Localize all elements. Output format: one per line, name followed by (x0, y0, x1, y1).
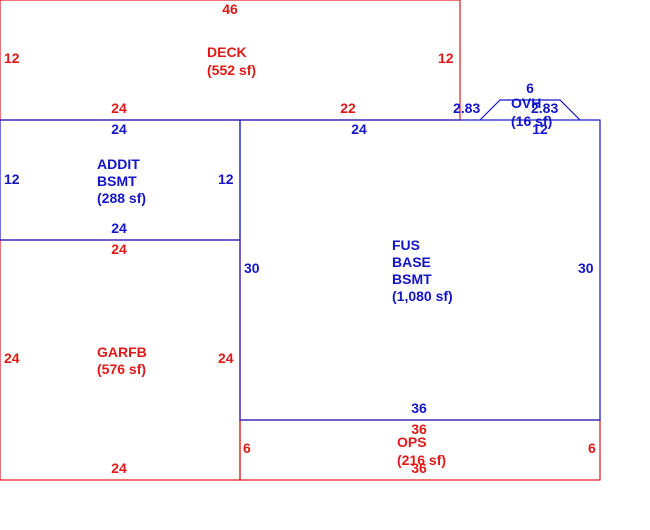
ovh-top-dimension: 6 (526, 80, 534, 96)
fus-name-line-3: BSMT (392, 271, 432, 287)
fus-left-dimension: 30 (244, 260, 260, 276)
deck-area-label: (552 sf) (207, 62, 256, 78)
ops-left-dimension: 6 (243, 440, 251, 456)
fus-bottom-dimension: 36 (411, 400, 427, 416)
fus-base-bsmt-outline (239, 119, 601, 421)
deck-outline (0, 0, 461, 121)
fus-area-label: (1,080 sf) (392, 288, 453, 304)
addit-top-dimension: 24 (111, 121, 127, 137)
ops-right-dimension: 6 (588, 440, 596, 456)
ops-name-label: OPS (397, 434, 427, 450)
addit-left-dimension: 12 (4, 171, 20, 187)
ovh-bottom-dimension: 12 (532, 121, 548, 137)
fus-name-line-1: FUS (392, 237, 420, 253)
fus-right-dimension: 30 (578, 260, 594, 276)
ovh-name-label: OVH (511, 95, 541, 111)
ops-bottom-dimension: 36 (411, 460, 427, 476)
deck-bottom-left-dimension: 24 (111, 100, 127, 116)
ovh-outline (479, 99, 581, 121)
deck-right-dimension: 12 (438, 50, 454, 66)
ovh-left-dimension: 2.83 (453, 100, 480, 116)
addit-right-dimension: 12 (218, 171, 234, 187)
garfb-area-label: (576 sf) (97, 361, 146, 377)
deck-top-dimension: 46 (222, 1, 238, 17)
addit-bottom-dimension: 24 (111, 220, 127, 236)
ovh-right-dimension: 2.83 (531, 100, 558, 116)
garfb-outline (0, 239, 241, 481)
ops-top-dimension: 36 (411, 421, 427, 437)
fus-name-line-2: BASE (392, 254, 431, 270)
deck-left-dimension: 12 (4, 50, 20, 66)
addit-name-line-1: ADDIT (97, 156, 140, 172)
garfb-top-dimension: 24 (111, 241, 127, 257)
garfb-bottom-dimension: 24 (111, 460, 127, 476)
ops-area-label: (216 sf) (397, 452, 446, 468)
addit-area-label: (288 sf) (97, 190, 146, 206)
garfb-name-label: GARFB (97, 344, 147, 360)
fus-top-dimension: 24 (351, 121, 367, 137)
garfb-right-dimension: 24 (218, 350, 234, 366)
ovh-area-label: (16 sf) (511, 113, 552, 129)
addit-name-line-2: BSMT (97, 173, 137, 189)
deck-bottom-right-dimension: 22 (340, 100, 356, 116)
garfb-left-dimension: 24 (4, 350, 20, 366)
deck-name-label: DECK (207, 44, 247, 60)
